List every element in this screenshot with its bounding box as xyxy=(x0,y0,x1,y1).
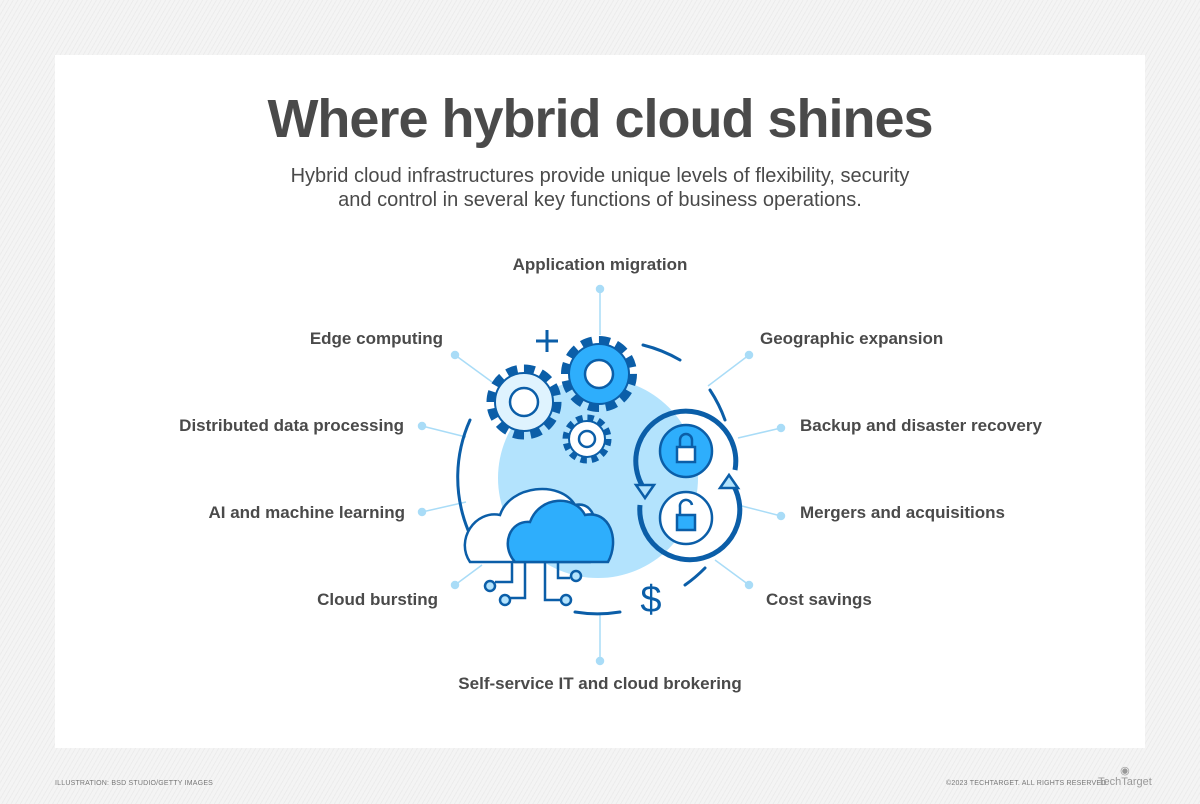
techtarget-logo: ◉ TechTarget xyxy=(1098,765,1152,789)
connector-lines xyxy=(417,284,786,666)
gear-icon-medium xyxy=(486,364,562,440)
plus-icon xyxy=(536,330,558,352)
label-geographic-expansion: Geographic expansion xyxy=(760,329,944,348)
gear-icon-large xyxy=(561,336,637,412)
eye-icon: ◉ xyxy=(1120,765,1130,777)
dollar-icon: $ xyxy=(640,579,661,621)
label-mergers: Mergers and acquisitions xyxy=(800,503,1005,522)
logo-text: TechTarget xyxy=(1098,776,1152,788)
cloud-icon xyxy=(463,487,615,607)
illustration-credit: ILLUSTRATION: BSD STUDIO/GETTY IMAGES xyxy=(55,780,214,787)
gear-icon-small xyxy=(562,414,612,464)
subtitle-line: Hybrid cloud infrastructures provide uni… xyxy=(290,165,910,187)
orbit-arcs xyxy=(456,343,727,616)
label-self-service: Self-service IT and cloud brokering xyxy=(458,674,742,693)
label-application-migration: Application migration xyxy=(512,255,688,274)
label-backup-recovery: Backup and disaster recovery xyxy=(800,416,1042,435)
page-title: Where hybrid cloud shines xyxy=(267,89,933,149)
label-cost-savings: Cost savings xyxy=(766,590,872,609)
label-ai-ml: AI and machine learning xyxy=(208,503,406,522)
label-distributed-data: Distributed data processing xyxy=(179,416,404,435)
subtitle-line: and control in several key functions of … xyxy=(338,189,862,211)
copyright: ©2023 TECHTARGET. ALL RIGHTS RESERVED xyxy=(946,780,1107,787)
label-edge-computing: Edge computing xyxy=(309,329,443,348)
sync-lock-icon xyxy=(633,408,743,563)
subtitle: Hybrid cloud infrastructures provide uni… xyxy=(0,164,1200,212)
label-cloud-bursting: Cloud bursting xyxy=(317,590,438,609)
